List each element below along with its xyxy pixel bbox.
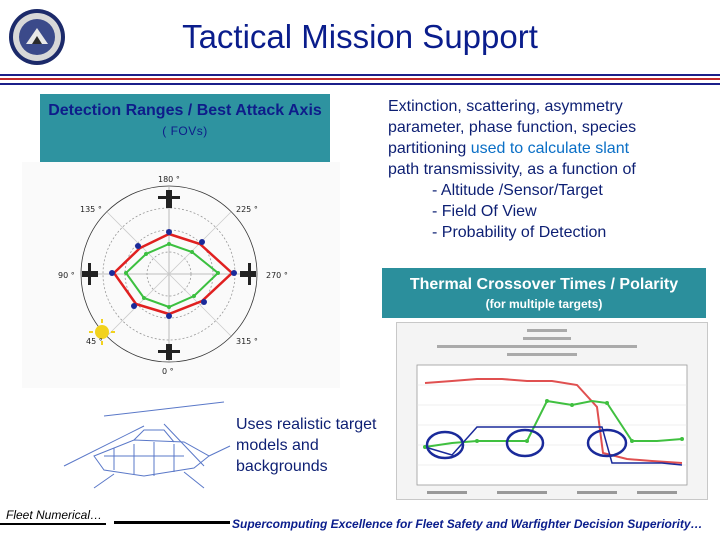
thermal-crossover-subtitle: (for multiple targets) (485, 297, 603, 311)
footer-tagline: Supercomputing Excellence for Fleet Safe… (232, 517, 703, 531)
extinction-list-item: - Probability of Detection (432, 224, 607, 241)
line-series-green (424, 399, 683, 448)
extinction-line: partitioning used to calculate slant (388, 140, 630, 157)
polar-label-90: 90 ° (58, 271, 75, 280)
thermal-crossover-chart (396, 322, 708, 500)
polar-label-0: 0 ° (162, 367, 174, 376)
polar-label-270: 270 ° (266, 271, 288, 280)
line-series-red (424, 378, 683, 464)
detection-ranges-title: Detection Ranges / Best Attack Axis (48, 102, 322, 119)
polar-label-45: 45 ° (86, 337, 103, 346)
thermal-crossover-header: Thermal Crossover Times / Polarity (for … (382, 268, 706, 318)
header-divider-red (0, 78, 720, 80)
detection-ranges-subtitle: ( FOVs) (162, 124, 208, 138)
polar-label-180: 180 ° (158, 175, 180, 184)
extinction-line: path transmissivity, as a function of (388, 161, 636, 178)
footer-org-name: Fleet Numerical… (6, 508, 103, 522)
polar-label-225: 225 ° (236, 205, 258, 214)
fleet-numerical-logo (9, 9, 65, 65)
polar-detection-chart: 180 ° 135 ° 225 ° 90 ° 270 ° 45 ° 315 ° … (22, 162, 340, 388)
extinction-line: Extinction, scattering, asymmetry (388, 98, 623, 115)
extinction-list-item: - Field Of View (432, 203, 537, 220)
polar-label-135: 135 ° (80, 205, 102, 214)
header-divider-bottom (0, 83, 720, 85)
thermal-crossover-title: Thermal Crossover Times / Polarity (409, 276, 679, 293)
line-series-blue (424, 426, 683, 466)
aircraft-icon (82, 190, 256, 360)
sun-icon (89, 319, 115, 345)
footer-divider-mid (114, 521, 230, 524)
header-divider-top (0, 74, 720, 76)
line-series-green-points (423, 399, 684, 449)
extinction-highlight: used to calculate slant (470, 140, 630, 157)
polar-series-green-points (124, 242, 220, 309)
extinction-line: parameter, phase function, species (388, 119, 637, 136)
footer-divider-left (0, 523, 106, 525)
page-title: Tactical Mission Support (182, 18, 538, 55)
polar-label-315: 315 ° (236, 337, 258, 346)
polar-series-blue-points (109, 229, 237, 319)
helicopter-model-image (63, 401, 231, 489)
uses-realistic-text: Uses realistic target models and backgro… (236, 416, 377, 475)
chart-header-text-lines (437, 329, 637, 356)
extinction-list-item: - Altitude /Sensor/Target (432, 182, 603, 199)
highlight-ellipses (425, 428, 628, 460)
detection-ranges-header: Detection Ranges / Best Attack Axis ( FO… (40, 94, 330, 162)
chart-legend (427, 491, 677, 494)
extinction-description: Extinction, scattering, asymmetry parame… (388, 96, 708, 243)
